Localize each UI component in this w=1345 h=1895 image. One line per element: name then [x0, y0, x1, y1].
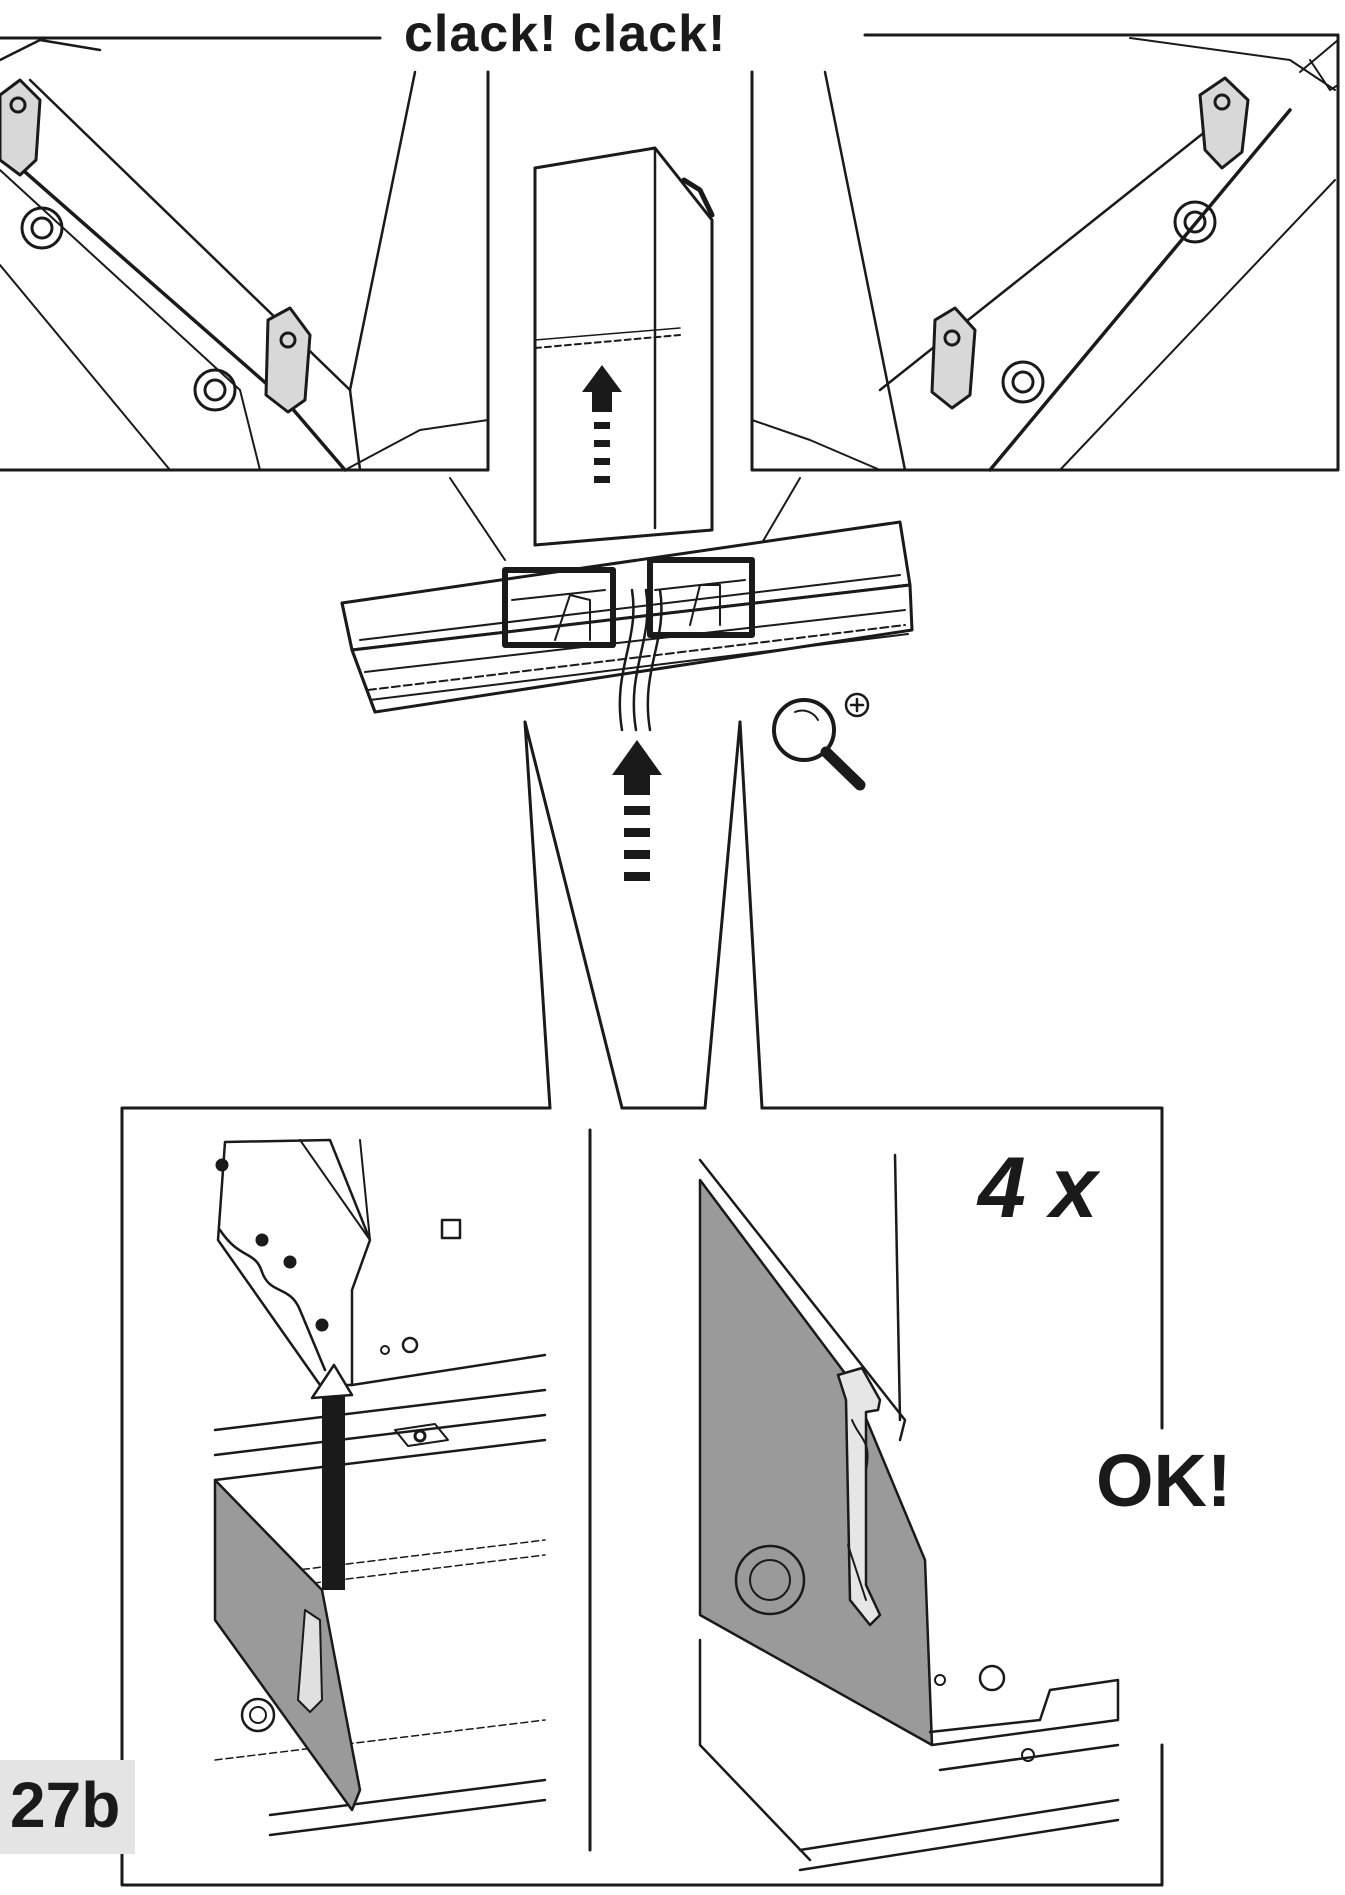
zoom-in-magnifier-icon [772, 692, 870, 791]
screw-top-left-1 [20, 206, 64, 250]
detail-panel-top-left [0, 36, 490, 472]
count-label: 4 x [978, 1140, 1098, 1236]
highlight-box-left [502, 567, 616, 648]
clip-top-right-2 [930, 306, 977, 410]
bracket-detail-right [698, 1153, 1120, 1872]
screw-top-right-1 [1173, 200, 1217, 244]
detail-panel-top-right [750, 33, 1340, 472]
clip-top-right-1 [1198, 76, 1250, 170]
ok-label: OK! [1092, 1438, 1236, 1524]
detail-panel-bottom [120, 1106, 1164, 1887]
screw-top-right-2 [1001, 360, 1045, 404]
step-number-badge: 27b [0, 1760, 135, 1854]
bracket-detail-left [215, 1138, 547, 1387]
clip-top-left-2 [264, 306, 312, 414]
up-arrow-icon-lower [612, 740, 662, 881]
clip-top-left-1 [0, 78, 42, 177]
screw-top-left-2 [193, 368, 237, 412]
callout-clack-label: clack! clack! [398, 8, 733, 60]
up-arrow-icon [582, 365, 622, 483]
step-number: 27b [10, 1769, 121, 1841]
shaded-panel-left [213, 1363, 362, 1812]
hood-assembly [340, 146, 914, 732]
highlight-box-right [647, 557, 755, 638]
